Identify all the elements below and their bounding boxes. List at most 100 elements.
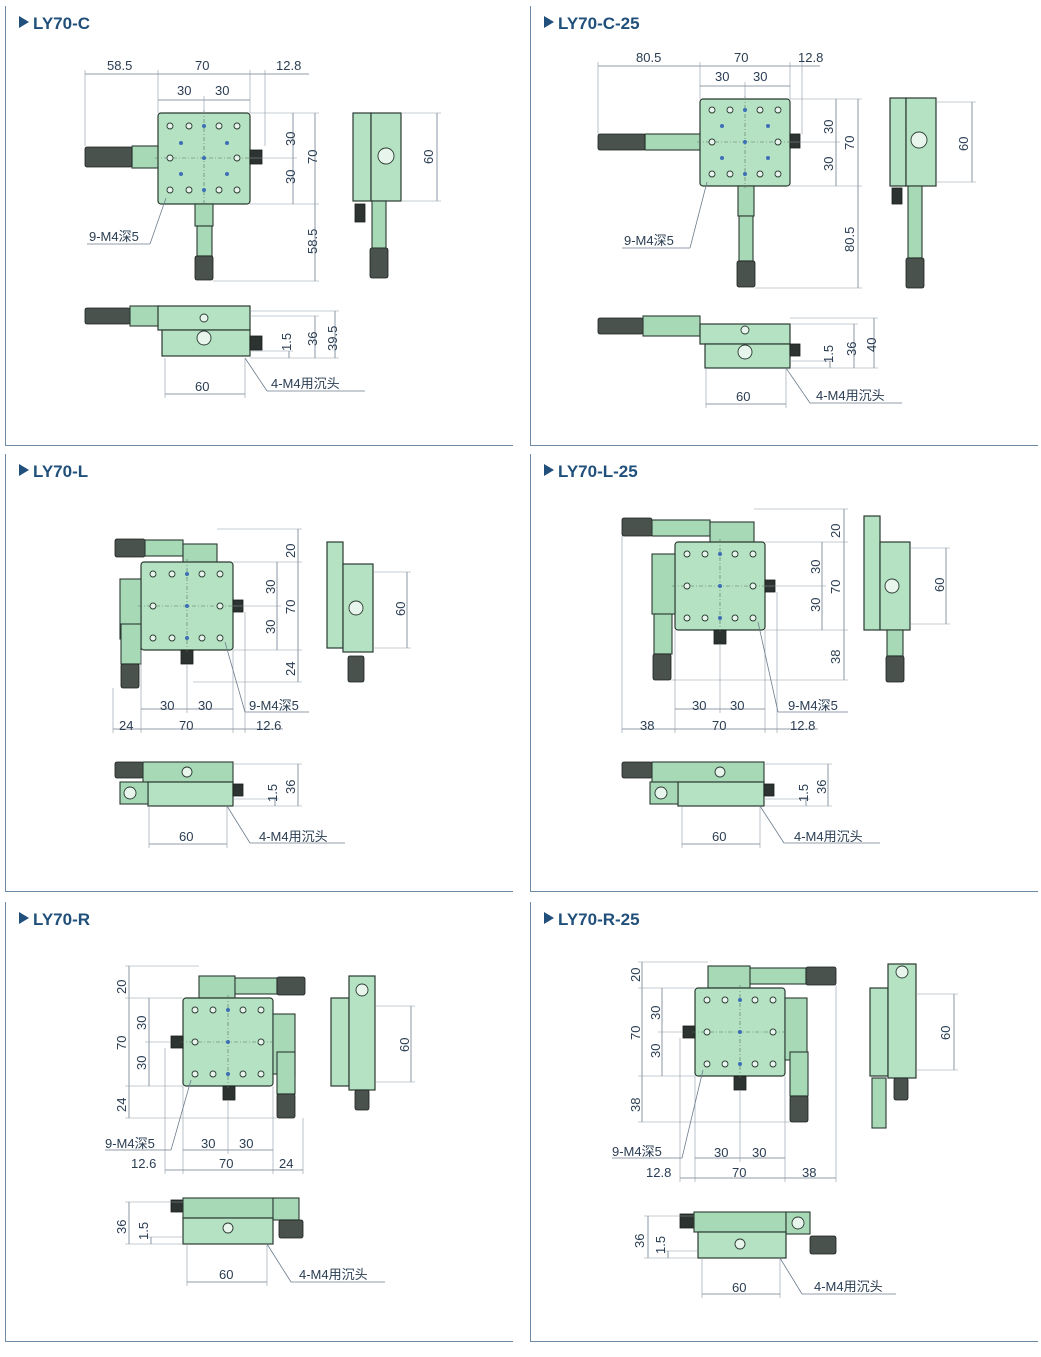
dim-base-offset: 1.5 bbox=[136, 1222, 151, 1240]
dim-height: 36 bbox=[305, 332, 320, 346]
lock-knob bbox=[733, 1075, 747, 1091]
front-knob bbox=[114, 761, 144, 779]
side-lock bbox=[891, 187, 903, 205]
triangle-marker-icon bbox=[544, 16, 554, 28]
dim-side: 60 bbox=[393, 602, 408, 616]
dim-base-offset: 1.5 bbox=[796, 784, 811, 802]
triangle-marker-icon bbox=[19, 464, 29, 476]
dim-right: 12.8 bbox=[276, 58, 301, 73]
dim-half-a: 30 bbox=[177, 83, 191, 98]
front-lock bbox=[763, 783, 775, 797]
dims-top-view bbox=[84, 70, 319, 282]
panel-border-left bbox=[530, 454, 531, 892]
callout-tapped-holes: 9-M4深5 bbox=[89, 229, 139, 244]
panel-border-left bbox=[530, 6, 531, 446]
dim-base-offset: 1.5 bbox=[265, 784, 280, 802]
callout-tapped-holes: 9-M4深5 bbox=[612, 1144, 662, 1159]
side-view bbox=[863, 515, 950, 683]
dim-width: 70 bbox=[219, 1156, 233, 1171]
dim-left: 58.5 bbox=[107, 58, 132, 73]
tapped-holes bbox=[149, 570, 224, 642]
dim-height: 36 bbox=[632, 1234, 647, 1248]
panel-title: LY70-C bbox=[19, 14, 90, 34]
dim-width: 70 bbox=[195, 58, 209, 73]
panel-border-left bbox=[5, 6, 6, 446]
dim-vert-total: 70 bbox=[283, 600, 298, 614]
side-body-a bbox=[869, 987, 889, 1077]
dim-base: 60 bbox=[736, 389, 750, 404]
dim-bottom-ext: 58.5 bbox=[305, 229, 320, 254]
dim-height: 36 bbox=[283, 780, 298, 794]
front-lock bbox=[249, 335, 263, 351]
panel-border-left bbox=[5, 902, 6, 1342]
callout-tapped-holes: 9-M4深5 bbox=[105, 1136, 155, 1151]
side-lock bbox=[354, 203, 366, 223]
dim-right: 12.6 bbox=[256, 718, 281, 733]
panel-ly70-l-25: LY70-L-25 bbox=[530, 454, 1038, 892]
micrometer-knob-y bbox=[194, 255, 214, 281]
y-barrel bbox=[653, 613, 673, 655]
micrometer-sleeve bbox=[749, 967, 807, 985]
side-bracket bbox=[651, 553, 676, 615]
micrometer-sleeve bbox=[644, 133, 701, 151]
dims-top-view bbox=[112, 528, 309, 733]
front-lower bbox=[677, 781, 765, 807]
dim-vert-a: 30 bbox=[263, 580, 278, 594]
triangle-marker-icon bbox=[19, 912, 29, 924]
drawing-ly70-r-25: 20 30 30 70 38 30 30 12.8 70 38 9-M4深5 6… bbox=[612, 961, 958, 1298]
dim-half-b: 30 bbox=[730, 698, 744, 713]
dim-top: 20 bbox=[628, 968, 643, 982]
top-view bbox=[114, 538, 244, 689]
dim-base: 60 bbox=[195, 379, 209, 394]
dim-right: 12.8 bbox=[790, 718, 815, 733]
side-view bbox=[352, 112, 441, 279]
callout-counterbore: 4-M4用沉头 bbox=[816, 388, 885, 403]
micrometer-knob-y bbox=[736, 260, 756, 288]
panel-title: LY70-R-25 bbox=[544, 910, 640, 930]
front-sleeve bbox=[642, 315, 701, 337]
lock-knob bbox=[222, 1085, 236, 1101]
front-view bbox=[84, 197, 365, 398]
dim-half-a: 30 bbox=[692, 698, 706, 713]
dim-half-a: 30 bbox=[715, 69, 729, 84]
dim-base: 60 bbox=[219, 1267, 233, 1282]
dim-vert-total: 70 bbox=[828, 580, 843, 594]
panel-title: LY70-R bbox=[19, 910, 90, 930]
tapped-holes bbox=[191, 1006, 265, 1078]
dim-width: 70 bbox=[734, 50, 748, 65]
front-sleeve bbox=[129, 305, 161, 327]
side-knob bbox=[369, 247, 389, 279]
panel-border-bottom bbox=[5, 891, 513, 892]
dim-base: 60 bbox=[179, 829, 193, 844]
callout-tapped-holes: 9-M4深5 bbox=[249, 698, 299, 713]
dim-half-a: 30 bbox=[714, 1145, 728, 1160]
callout-tapped-holes: 9-M4深5 bbox=[624, 233, 674, 248]
dim-side: 60 bbox=[932, 578, 947, 592]
side-body-a bbox=[326, 541, 344, 649]
dim-vert-b: 30 bbox=[821, 157, 836, 171]
side-knob bbox=[347, 655, 365, 683]
front-view bbox=[114, 761, 345, 848]
dim-height: 36 bbox=[814, 780, 829, 794]
dim-top: 20 bbox=[283, 544, 298, 558]
dim-vert-b: 30 bbox=[134, 1056, 149, 1070]
tapped-holes bbox=[683, 550, 757, 622]
micrometer-sleeve bbox=[651, 519, 711, 537]
top-view bbox=[84, 110, 263, 281]
side-barrel bbox=[871, 1077, 887, 1129]
lock-knob bbox=[789, 133, 801, 149]
dim-base-offset: 1.5 bbox=[821, 345, 836, 363]
drawing-ly70-c: 58.5 70 12.8 30 30 30 30 70 58.5 60 bbox=[84, 58, 441, 398]
panel-title: LY70-L bbox=[19, 462, 88, 482]
panel-border-bottom bbox=[5, 1341, 513, 1342]
y-sleeve bbox=[737, 185, 755, 217]
callout-counterbore: 4-M4用沉头 bbox=[814, 1279, 883, 1294]
dim-bottom: 24 bbox=[114, 1098, 129, 1112]
top-view bbox=[597, 96, 801, 288]
lock-knob bbox=[713, 629, 727, 645]
front-knob bbox=[278, 1219, 304, 1239]
triangle-marker-icon bbox=[544, 464, 554, 476]
drawing-ly70-r: 20 30 30 70 24 30 30 12.6 70 24 9-M4深5 6… bbox=[105, 965, 415, 1286]
drive-bracket bbox=[198, 975, 236, 999]
front-view bbox=[125, 1197, 385, 1286]
